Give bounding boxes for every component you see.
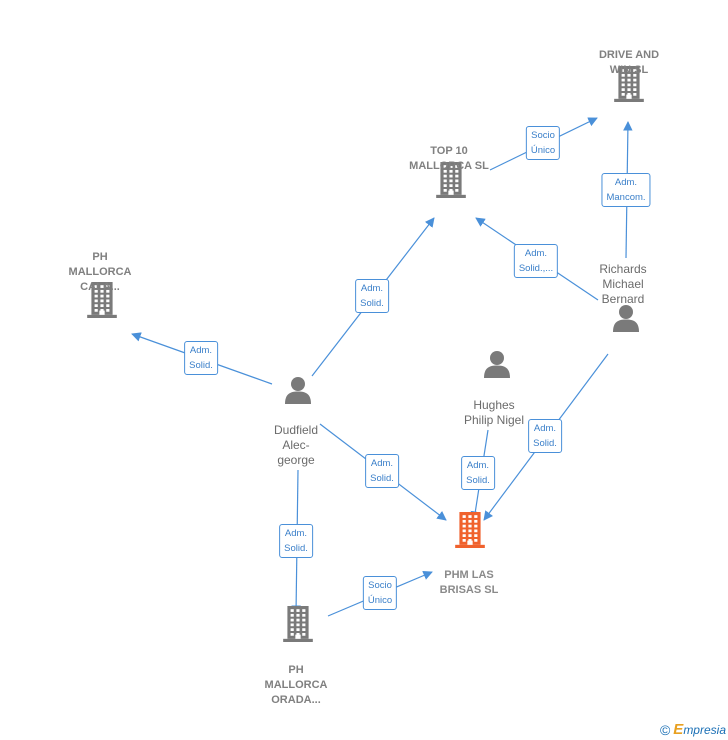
edge-label-dudfield-brisas[interactable]: Adm. Solid. (365, 454, 399, 488)
person-icon[interactable] (483, 350, 511, 383)
edge-label-orada-brisas[interactable]: Socio Único (362, 576, 398, 610)
node-label-richards[interactable]: Richards Michael Bernard (599, 262, 647, 306)
edge-label-dudfield-orada[interactable]: Adm. Solid. (279, 524, 313, 558)
edge-label-richards-brisas[interactable]: Adm. Solid. (528, 419, 562, 453)
edge-label-dudfield-cala[interactable]: Adm. Solid. (184, 341, 218, 375)
node-label-drive-and-win[interactable]: DRIVE AND WIN SL (598, 49, 660, 76)
brand-logo[interactable]: Empresia (673, 721, 726, 738)
building-icon[interactable] (87, 282, 117, 323)
person-icon[interactable] (612, 304, 640, 337)
node-label-top10-mallorca[interactable]: TOP 10 MALLORCA SL (409, 145, 489, 172)
building-icon[interactable] (614, 66, 644, 107)
edge-label-top10-drive[interactable]: Socio Único (525, 126, 561, 160)
node-label-phm-las-brisas[interactable]: PHM LAS BRISAS SL (439, 569, 499, 596)
node-label-dudfield[interactable]: Dudfield Alec- george (273, 423, 319, 467)
person-icon[interactable] (284, 376, 312, 409)
edge-label-richards-drive[interactable]: Adm. Mancom. (601, 173, 651, 207)
edge-label-richards-top10[interactable]: Adm. Solid.,... (513, 244, 559, 278)
edge-label-hughes-brisas[interactable]: Adm. Solid. (461, 456, 495, 490)
building-icon-highlighted[interactable] (455, 512, 485, 553)
copyright-symbol: © (659, 721, 671, 738)
building-icon[interactable] (436, 162, 466, 203)
node-label-ph-mallorca-cala[interactable]: PH MALLORCA CALA... (68, 251, 132, 293)
node-label-ph-mallorca-orada[interactable]: PH MALLORCA ORADA... (264, 664, 328, 706)
edge-label-dudfield-top10[interactable]: Adm. Solid. (355, 279, 389, 313)
building-icon[interactable] (283, 606, 313, 647)
node-label-hughes[interactable]: Hughes Philip Nigel (463, 398, 525, 427)
footer-brand: © Empresia (660, 721, 726, 738)
